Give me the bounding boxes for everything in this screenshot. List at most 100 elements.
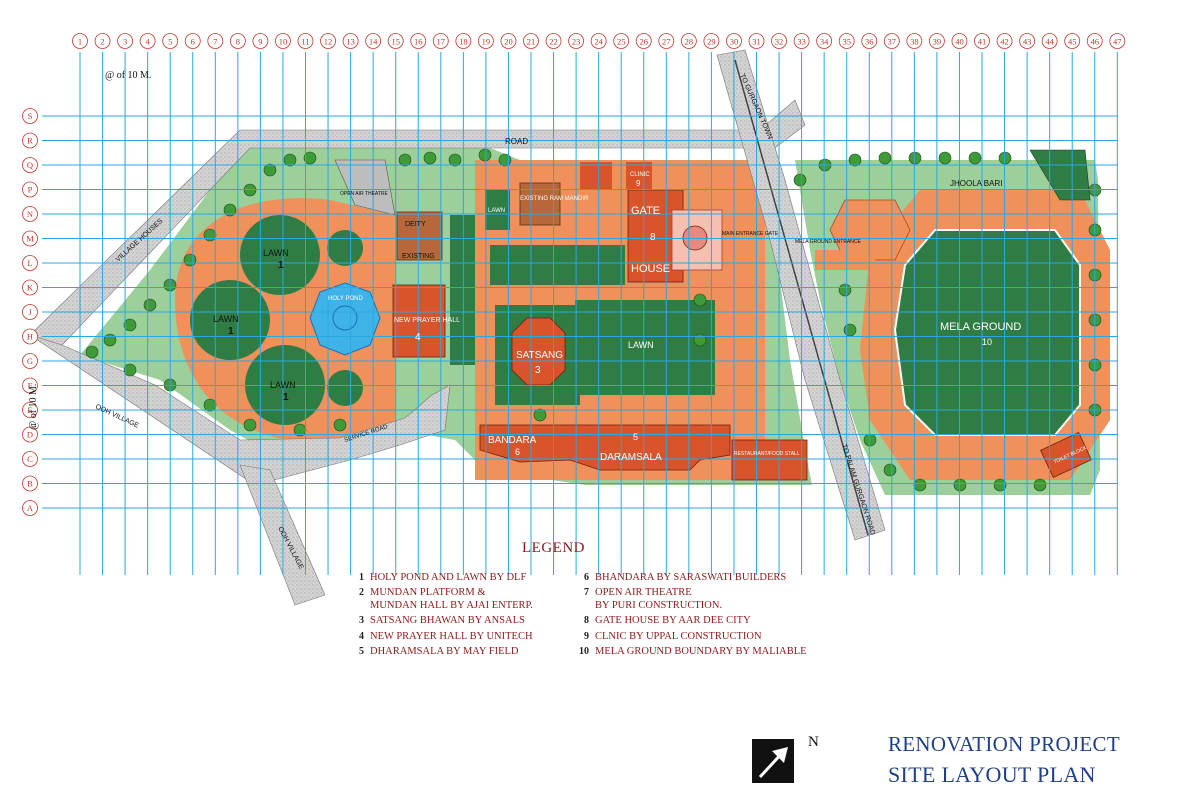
- scale-note-top: @ of 10 M.: [105, 70, 152, 81]
- svg-text:3: 3: [123, 37, 127, 47]
- svg-text:34: 34: [820, 37, 829, 47]
- grid-column-bubble: 1: [72, 33, 88, 49]
- grid-column-bubble: 43: [1019, 33, 1035, 49]
- label-main-entrance: MAIN ENTRANCE GATE: [722, 231, 779, 237]
- restaurant-stalls: [731, 439, 808, 481]
- grid-column-bubble: 38: [906, 33, 923, 49]
- lawn-left: [190, 280, 270, 360]
- label-ooh-village-left: OOH VILLAGE: [94, 403, 140, 429]
- grid-column-bubble: 25: [613, 33, 630, 49]
- label-existing: EXISTING: [402, 253, 435, 260]
- label-new-prayer-hall: NEW PRAYER HALL: [394, 317, 460, 324]
- grid-column-bubble: 8: [229, 33, 246, 49]
- grid-row-bubble: A: [22, 500, 38, 516]
- grid-vertical-lines: [79, 52, 1118, 575]
- grid-column-bubble: 10: [275, 33, 291, 49]
- grid-row-bubble: D: [22, 426, 38, 443]
- svg-text:17: 17: [437, 37, 446, 47]
- svg-text:33: 33: [797, 37, 806, 47]
- grid-row-bubble: H: [22, 328, 38, 345]
- scale-note-left: @ of 10 M.: [28, 383, 39, 430]
- grid-row-bubble: Q: [22, 157, 38, 173]
- svg-text:11: 11: [301, 37, 309, 47]
- svg-text:30: 30: [730, 37, 739, 47]
- grid-row-bubble: P: [22, 181, 38, 198]
- grid-column-bubble: 32: [771, 33, 787, 49]
- grid-column-bubble: 44: [1041, 33, 1058, 49]
- svg-text:12: 12: [324, 37, 333, 47]
- grid-row-bubble: K: [22, 279, 38, 296]
- svg-text:26: 26: [640, 37, 649, 47]
- grid-column-bubble: 26: [635, 33, 652, 49]
- grid-column-bubble: 28: [680, 33, 697, 49]
- svg-text:A: A: [27, 503, 34, 513]
- label-mela-entrance: MELA GROUND ENTRANCE: [795, 239, 862, 245]
- grid-column-bubble: 17: [432, 33, 449, 49]
- tree-row: [85, 148, 1102, 492]
- svg-text:40: 40: [955, 37, 964, 47]
- svg-text:M: M: [26, 234, 34, 244]
- svg-text:42: 42: [1000, 37, 1009, 47]
- grid-column-bubble: 6: [184, 33, 201, 49]
- grid-column-bubble: 27: [658, 33, 675, 49]
- label-lawn-big: LAWN: [628, 340, 654, 350]
- grid-column-bubble: 3: [117, 33, 133, 49]
- grid-column-bubble: 13: [342, 33, 359, 49]
- svg-text:38: 38: [910, 37, 919, 47]
- mela-entrance-plaza: [829, 199, 911, 261]
- svg-text:23: 23: [572, 37, 581, 47]
- north-letter: N: [808, 734, 819, 750]
- svg-text:F: F: [28, 381, 33, 391]
- grid-column-bubble: 7: [207, 33, 224, 49]
- label-restaurant: RESTAURANT/FOOD STALL: [734, 451, 800, 457]
- svg-text:P: P: [28, 185, 33, 195]
- svg-text:Q: Q: [27, 160, 33, 170]
- grid-column-bubble: 30: [726, 33, 742, 49]
- label-mela-ground: MELA GROUND: [940, 321, 1021, 333]
- svg-text:37: 37: [888, 37, 897, 47]
- svg-text:D: D: [27, 430, 33, 440]
- deity-building: [396, 211, 443, 261]
- label-lawn-top: LAWN: [263, 248, 289, 258]
- label-jhoola-bari: JHOOLA BARI: [950, 179, 1002, 188]
- green-block-1: [490, 245, 625, 285]
- label-lawn-left: LAWN: [213, 314, 239, 324]
- grid-column-bubble: 24: [590, 33, 607, 49]
- label-lawn-bottom-num: 1: [283, 392, 289, 403]
- new-prayer-hall: [392, 284, 446, 358]
- svg-text:9: 9: [258, 37, 262, 47]
- svg-text:H: H: [27, 332, 33, 342]
- grid-column-bubble: 23: [568, 33, 584, 49]
- grid-column-bubble: 40: [951, 33, 968, 49]
- svg-text:35: 35: [842, 37, 851, 47]
- svg-text:6: 6: [191, 37, 195, 47]
- svg-text:B: B: [27, 479, 33, 489]
- svg-text:C: C: [27, 454, 33, 464]
- svg-text:41: 41: [978, 37, 987, 47]
- grid-column-bubble: 14: [365, 33, 382, 49]
- label-deity: DEITY: [405, 221, 426, 228]
- grid-row-bubble: N: [22, 206, 38, 222]
- label-holy-pond: HOLY POND: [328, 296, 363, 302]
- label-mela-num: 10: [982, 337, 992, 347]
- svg-text:16: 16: [414, 37, 423, 47]
- svg-text:43: 43: [1023, 37, 1032, 47]
- svg-text:32: 32: [775, 37, 784, 47]
- svg-text:E: E: [27, 405, 32, 415]
- svg-text:46: 46: [1091, 37, 1100, 47]
- label-lawn-top-num: 1: [278, 260, 284, 271]
- label-bandara-num: 6: [515, 447, 520, 457]
- grid-row-bubble: J: [22, 304, 38, 320]
- label-lawn-left-num: 1: [228, 326, 234, 337]
- title-renovation-project: RENOVATION PROJECT: [888, 732, 1120, 756]
- grid-column-bubble: 29: [703, 33, 720, 49]
- legend-title: LEGEND: [522, 540, 585, 556]
- label-ram-mandir: EXISTING RAM MANDIR: [520, 196, 589, 202]
